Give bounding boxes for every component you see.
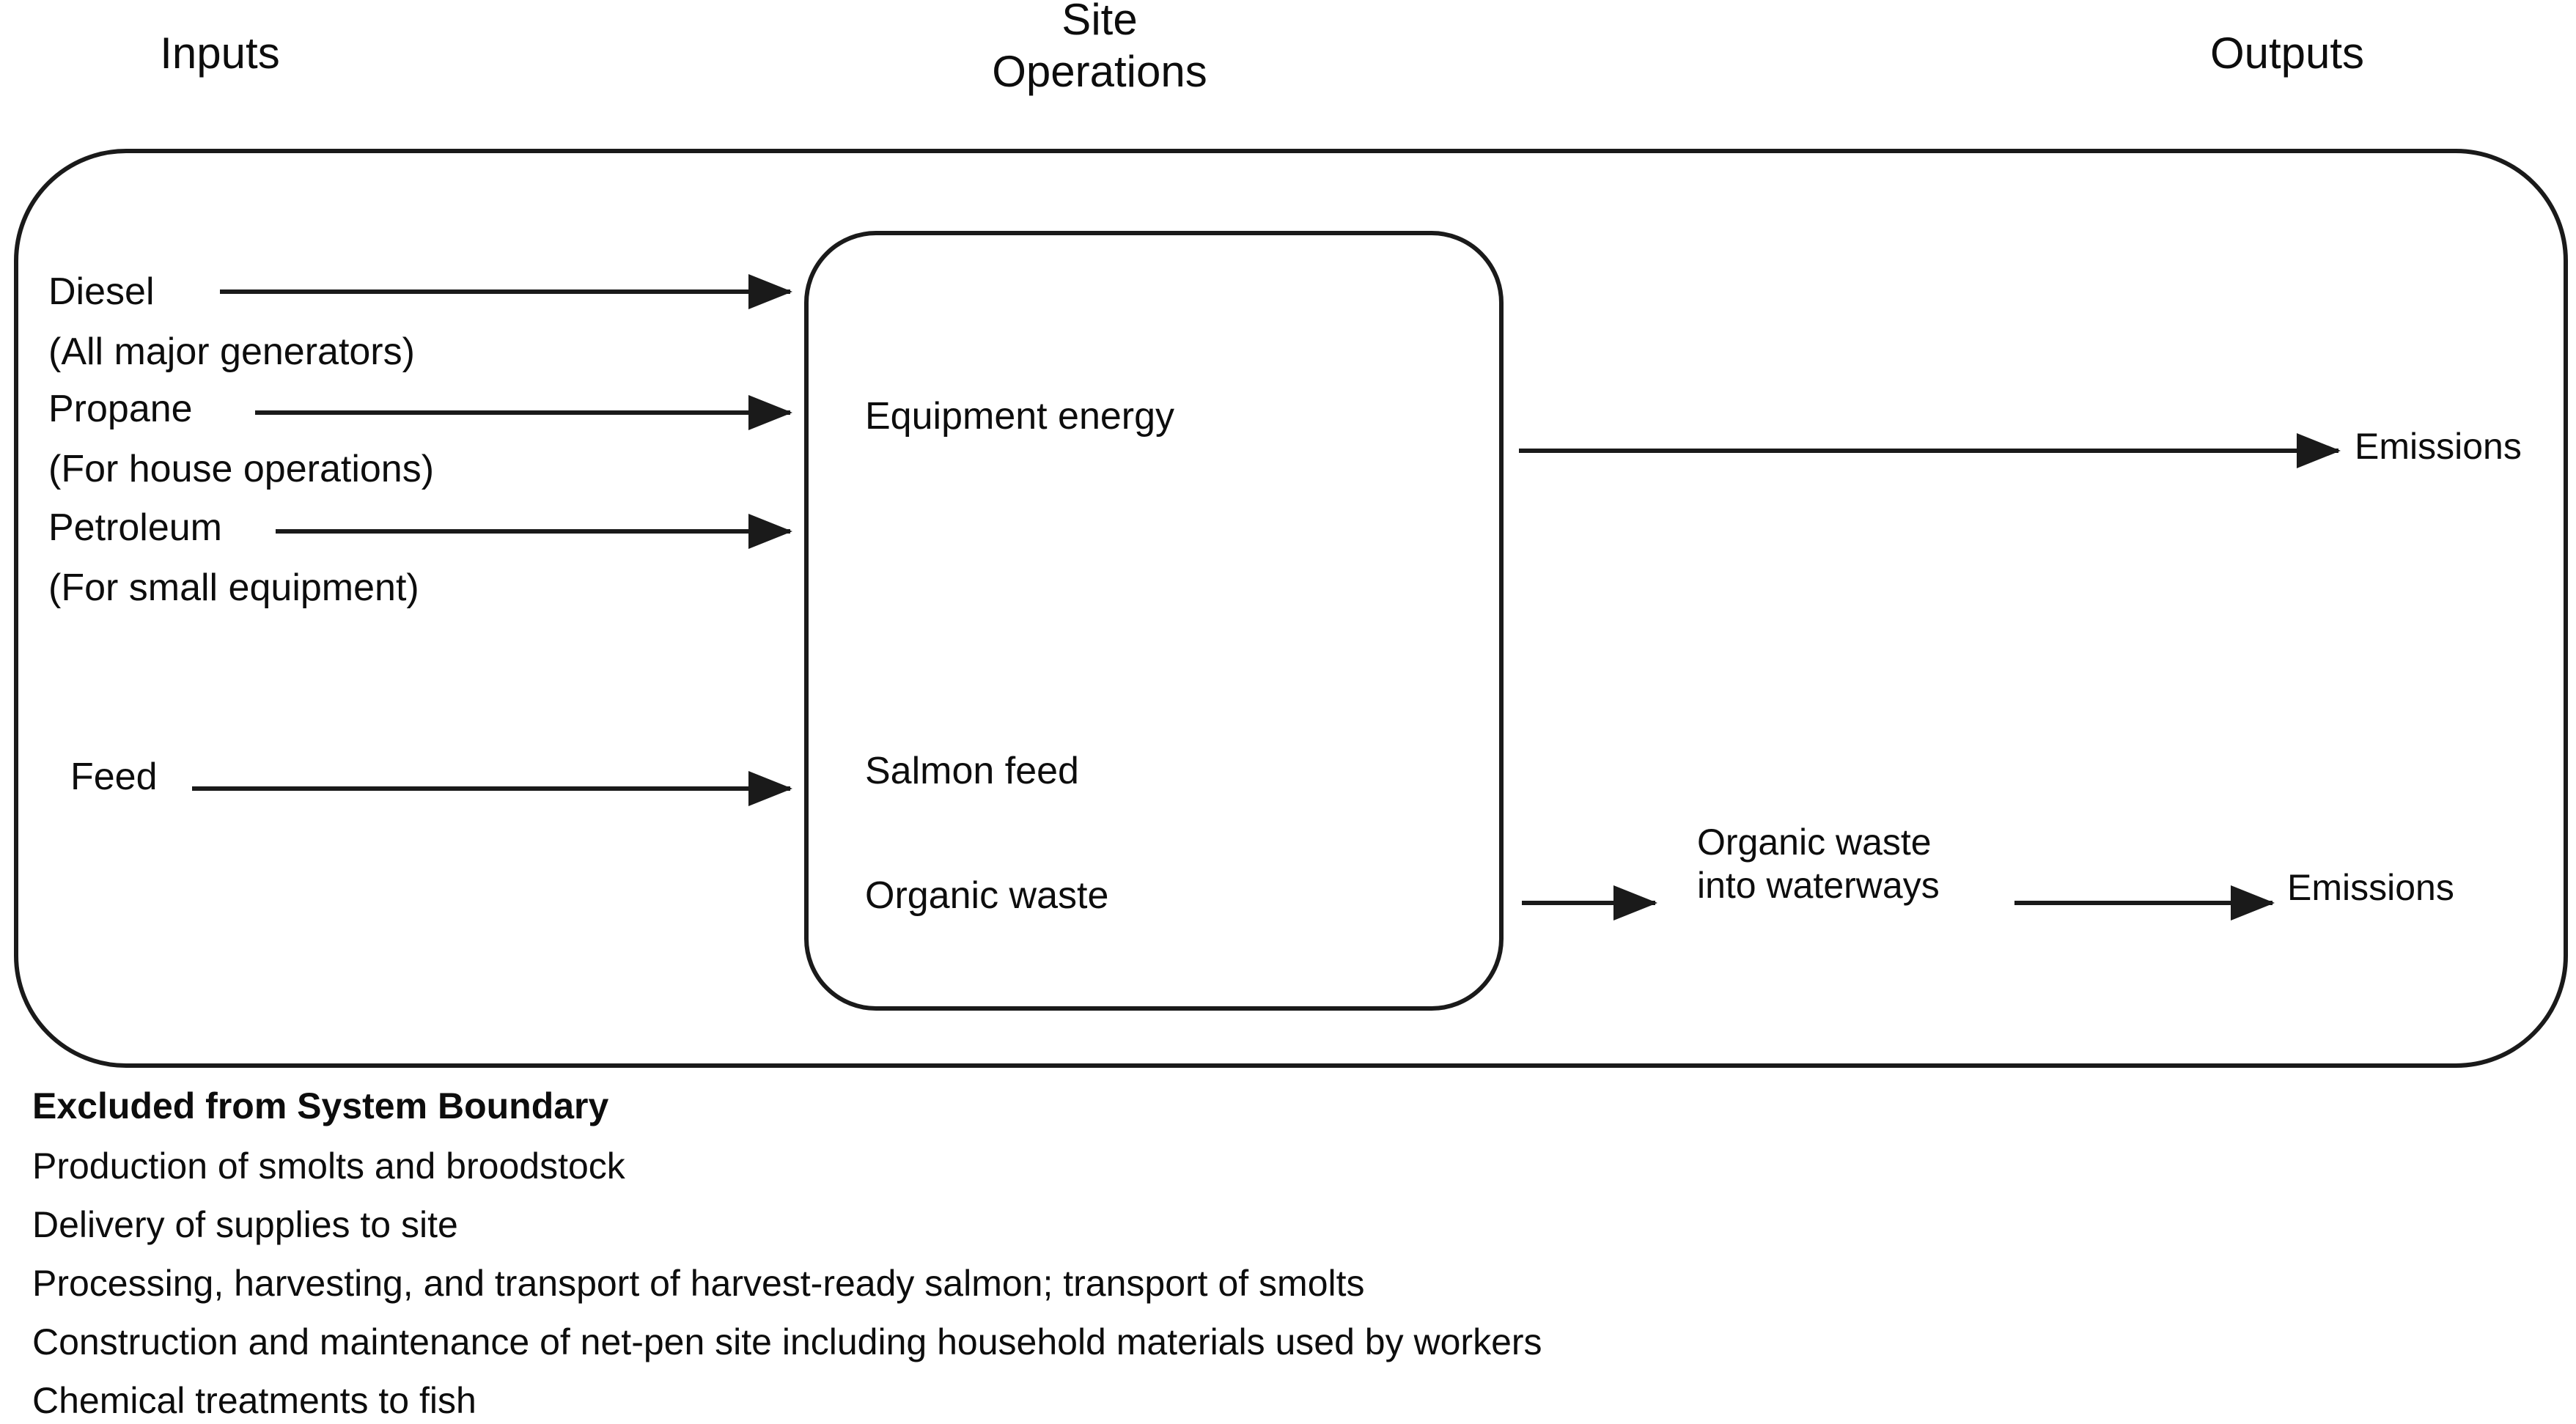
excluded-list-item: Delivery of supplies to site [32, 1204, 458, 1245]
site-operations-box [804, 231, 1504, 1011]
column-header-outputs: Outputs [2209, 29, 2365, 78]
excluded-list-item: Chemical treatments to fish [32, 1380, 476, 1421]
input-sublabel-petroleum: (For small equipment) [48, 567, 419, 609]
excluded-list-item: Production of smolts and broodstock [32, 1146, 625, 1187]
input-label-propane: Propane [48, 388, 193, 430]
process-item-equipment-energy: Equipment energy [865, 395, 1175, 438]
waterways-line2: into waterways [1697, 865, 1940, 906]
system-boundary-rect [14, 149, 2568, 1068]
excluded-list-item: Processing, harvesting, and transport of… [32, 1263, 1365, 1304]
excluded-list-item: Construction and maintenance of net-pen … [32, 1321, 1542, 1362]
excluded-section-title: Excluded from System Boundary [32, 1085, 609, 1126]
input-sublabel-propane: (For house operations) [48, 448, 435, 490]
output-label-emissions-bottom: Emissions [2287, 867, 2454, 908]
input-sublabel-diesel: (All major generators) [48, 331, 415, 373]
site-header-line1: Site [1061, 0, 1138, 44]
column-header-inputs: Inputs [160, 29, 280, 78]
waterways-line1: Organic waste [1697, 822, 1932, 863]
process-item-organic-waste: Organic waste [865, 874, 1109, 917]
input-label-diesel: Diesel [48, 270, 155, 313]
input-label-feed: Feed [70, 756, 158, 798]
input-label-petroleum: Petroleum [48, 506, 222, 549]
site-header-line2: Operations [992, 46, 1207, 96]
output-label-emissions-top: Emissions [2355, 426, 2522, 467]
process-item-salmon-feed: Salmon feed [865, 750, 1079, 792]
